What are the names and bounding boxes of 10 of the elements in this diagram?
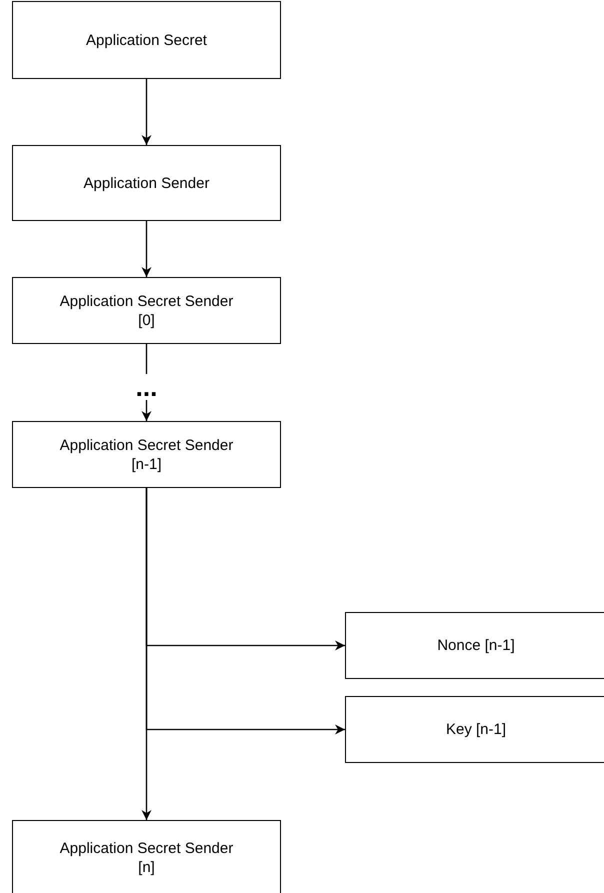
process-box: Key [n-1] bbox=[345, 696, 604, 763]
arrow bbox=[142, 79, 152, 145]
process-box: Application Secret Sender [0] bbox=[12, 277, 281, 344]
process-box: Application Sender bbox=[12, 145, 281, 221]
process-box: Application Secret Sender [n] bbox=[12, 820, 281, 893]
process-box: Application Secret Sender [n-1] bbox=[12, 421, 281, 488]
arrow bbox=[142, 488, 152, 820]
arrow bbox=[142, 221, 152, 277]
process-box: Application Secret bbox=[12, 1, 281, 79]
process-box: Nonce [n-1] bbox=[345, 612, 604, 679]
